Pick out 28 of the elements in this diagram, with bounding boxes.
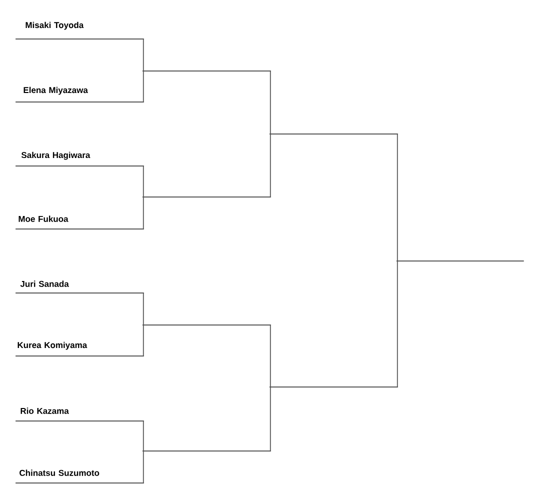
bracket-connector [396,134,398,262]
bracket-connector [142,324,144,356]
bracket-line [142,324,271,326]
bracket-line [396,260,524,262]
player-slot: Kurea Komiyama [16,342,144,356]
bracket-connector [142,196,144,230]
bracket-connector [396,260,398,388]
bracket-connector [142,450,144,484]
bracket-connector [142,292,144,326]
bracket-line [142,196,271,198]
player-slot: Misaki Toyoda [16,22,144,40]
bracket-connector [270,386,271,452]
bracket-connector [270,134,271,198]
player-slot: Sakura Hagiwara [16,152,144,166]
bracket-line [270,386,398,388]
bracket-line [142,450,271,452]
bracket-connector [142,70,144,102]
bracket-connector [142,38,144,72]
bracket-line [142,70,271,72]
player-slot: Chinatsu Suzumoto [16,470,144,484]
bracket-connector [142,166,144,198]
bracket-connector [270,70,271,134]
player-slot: Rio Kazama [16,408,144,422]
bracket-connector [270,324,271,388]
player-slot: Elena Miyazawa [16,86,144,102]
bracket-connector [142,420,144,452]
player-slot: Moe Fukuoa [16,216,144,230]
player-slot: Juri Sanada [16,280,144,294]
